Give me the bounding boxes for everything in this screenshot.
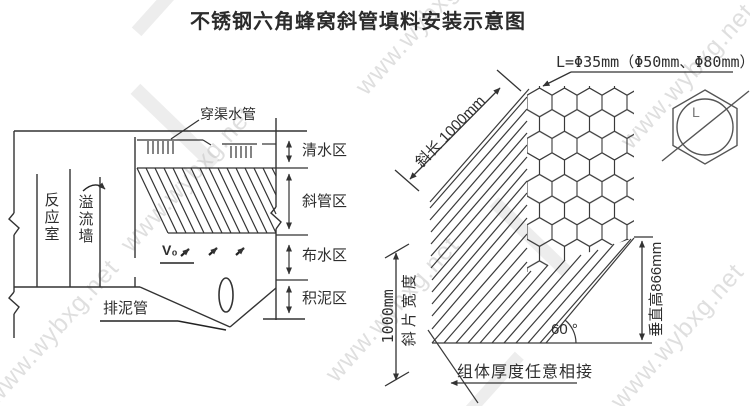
watermark-bar (489, 197, 571, 276)
reaction-chamber-label: 反应室 (42, 192, 60, 243)
overflow-arrow (82, 182, 106, 192)
tube-spec-arrow (542, 71, 572, 87)
watermark-bar (130, 83, 220, 171)
zone-sludge-label: 积泥区 (302, 290, 348, 307)
pipe-channel-label: 穿渠水管 (200, 106, 256, 122)
zone-tube-label: 斜管区 (302, 193, 348, 210)
sludge-pipe-label: 排泥管 (103, 300, 149, 317)
zone-clear-label: 清水区 (302, 142, 348, 159)
joint-note-label: 组体厚度任意相接 (457, 364, 594, 381)
page-title: 不锈钢六角蜂窝斜管填料安装示意图 (190, 11, 526, 33)
vertical-height-label: 垂直高866mm (647, 241, 665, 337)
zone-dimensions (276, 140, 308, 314)
sheet-width-label: 斜片宽度 (400, 270, 418, 347)
watermark-bar (131, 0, 177, 37)
slant-length-label: 斜长 1000mm (412, 92, 489, 171)
angle-label: 60 ° (551, 321, 578, 338)
tube-spec-label: L=Φ35mm（Φ50mm、Φ80mm） (556, 53, 750, 71)
overflow-wall-label: 溢流墙 (76, 194, 94, 245)
zone-distribution-label: 布水区 (302, 247, 348, 264)
drain-standpipe (218, 277, 234, 313)
watermark-text: www.wybxg.net (604, 257, 750, 406)
watermark-text: www.wybxg.net (614, 0, 750, 155)
watermark-text: www.wybxg.net (114, 100, 260, 258)
watermark-text: www.wybxg.net (0, 253, 125, 406)
sludge-pipe-leader (177, 320, 227, 331)
hex-detail-label: L (692, 104, 700, 120)
sheet-width-value: 1000mm (378, 289, 397, 344)
flow-velocity-label: V₀ (162, 242, 178, 258)
